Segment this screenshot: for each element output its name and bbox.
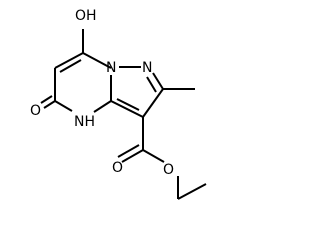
bond-n-pyrazole-c2 <box>152 72 164 90</box>
bond-c5-o <box>43 100 56 109</box>
atom-labels: OH N N NH O O O <box>30 8 174 178</box>
bonds <box>40 29 207 200</box>
bond-c7-n-bridge <box>82 52 112 69</box>
atom-label-ester-ether-o: O <box>163 162 174 178</box>
bond-c3-c3a <box>110 100 144 118</box>
bond-ch2-ch3 <box>177 183 207 200</box>
bond-ester-c-o-double-inner <box>117 144 140 158</box>
bond-n-pyrazole-c2-inner <box>146 76 157 93</box>
bond-c7-c6 <box>54 52 84 69</box>
atom-label-ring-carbonyl-o: O <box>30 103 41 119</box>
bond-c3-c3a-inner <box>116 98 140 111</box>
atom-label-nh: NH <box>74 114 95 130</box>
atom-label-ester-carbonyl-o: O <box>112 160 123 176</box>
bond-c7-c6-inner <box>59 59 82 73</box>
bond-c5-nh <box>54 100 73 112</box>
atom-label-hydroxyl: OH <box>75 8 97 24</box>
bond-c5-o-inner <box>40 95 53 104</box>
chemical-structure: OH N N NH O O O <box>30 8 207 200</box>
bond-c2-c3 <box>142 88 164 118</box>
bond-nh-c3a <box>93 100 112 113</box>
bond-ester-c-o-double <box>121 149 144 163</box>
bond-ester-c-o-ether <box>142 149 165 163</box>
atom-label-n-pyrazole: N <box>142 60 152 76</box>
atom-label-n-bridge: N <box>106 60 116 76</box>
